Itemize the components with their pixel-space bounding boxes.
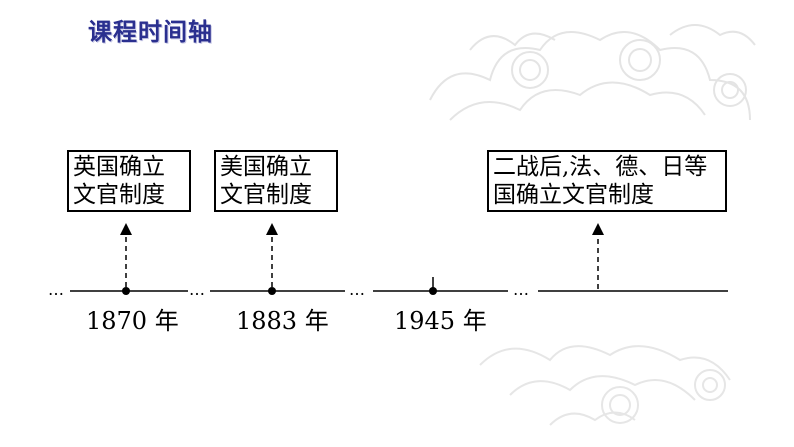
ellipsis-3: … (349, 280, 365, 299)
event-box-line: 美国确立 (220, 154, 312, 180)
year-label-1945: 1945 年 (394, 307, 487, 335)
cloud-decoration-top (429, 24, 756, 121)
cloud-decoration-bottom (479, 345, 731, 426)
event-box-line: 文官制度 (73, 182, 165, 208)
page-title: 课程时间轴 (88, 18, 213, 46)
event-box-line: 国确立文官制度 (493, 182, 654, 208)
marker-dot-1883 (268, 287, 276, 295)
marker-dot-1870 (122, 287, 130, 295)
year-label-1870: 1870 年 (86, 307, 179, 335)
event-box-line: 英国确立 (73, 154, 165, 180)
event-box-postwar: 二战后,法、德、日等 国确立文官制度 (487, 150, 727, 212)
event-box-line: 二战后,法、德、日等 (493, 154, 708, 180)
ellipsis-4: … (513, 280, 529, 299)
event-box-usa: 美国确立 文官制度 (214, 150, 338, 212)
year-label-1883: 1883 年 (236, 307, 329, 335)
ellipsis-1: … (48, 280, 64, 299)
event-box-line: 文官制度 (220, 182, 312, 208)
ellipsis-2: … (189, 280, 205, 299)
event-box-britain: 英国确立 文官制度 (67, 150, 191, 212)
